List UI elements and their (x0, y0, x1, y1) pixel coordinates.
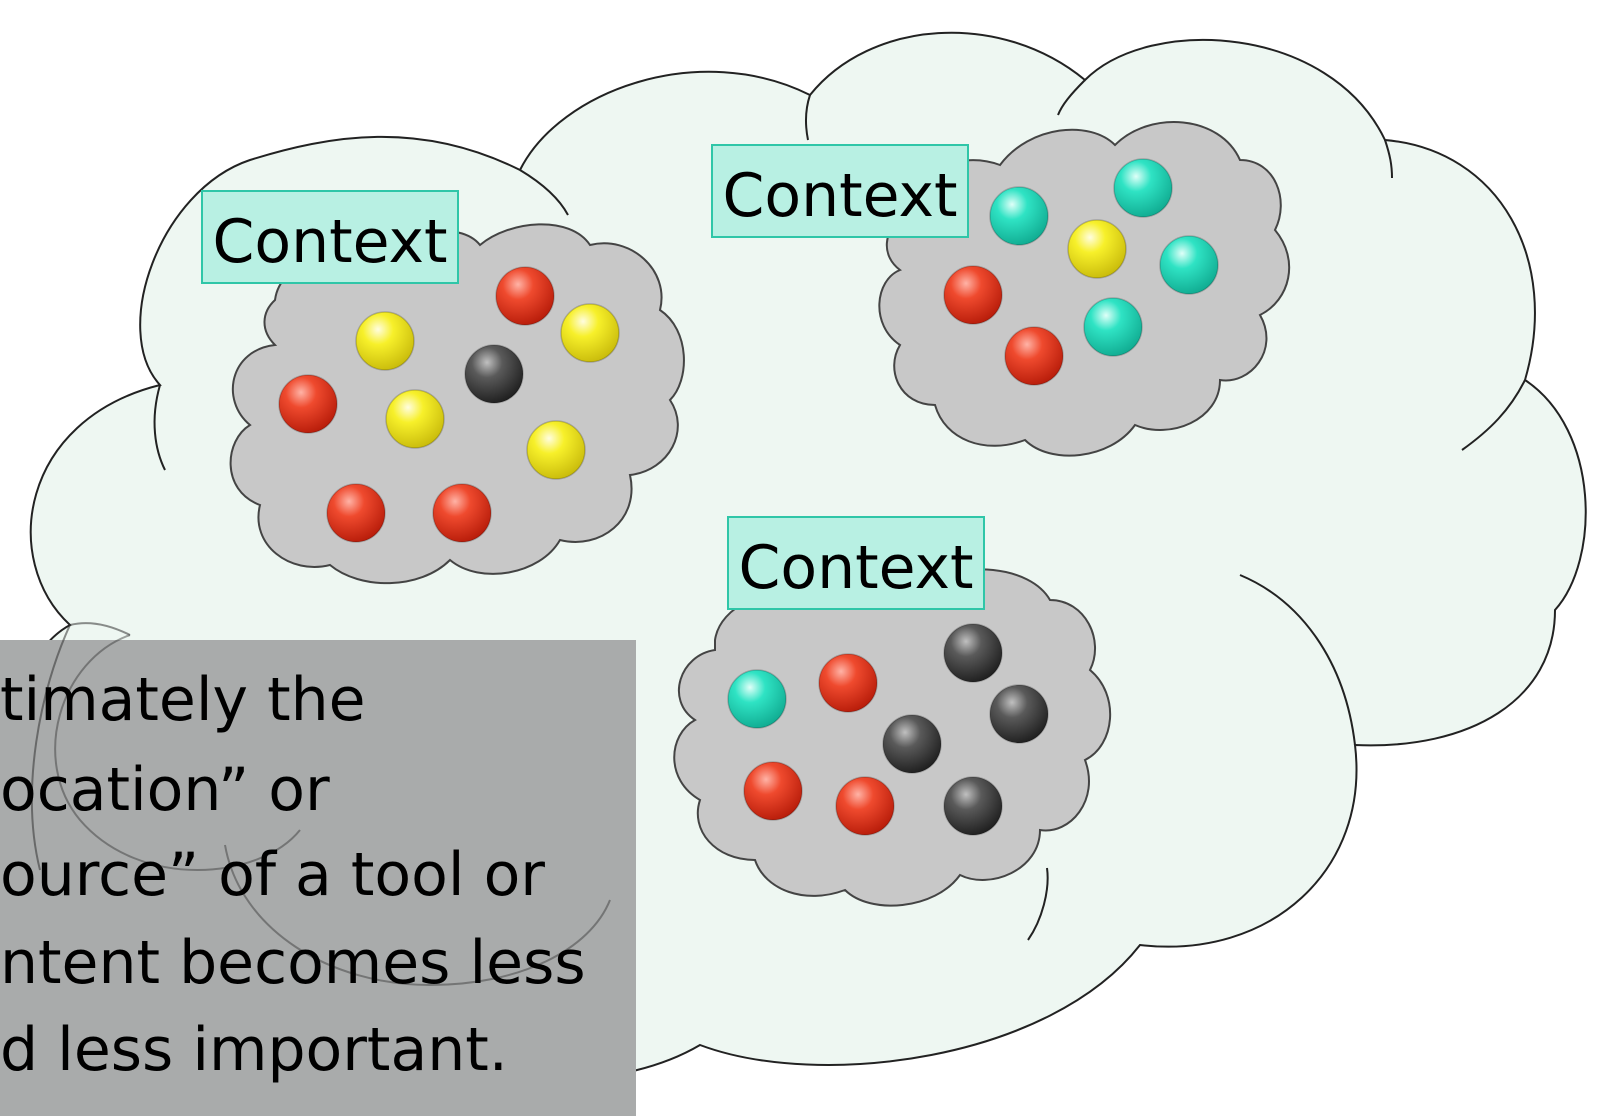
dark-dot (943, 623, 1003, 683)
yellow-dot (560, 303, 620, 363)
cloud-inner-arc (153, 384, 166, 471)
teal-dot (1113, 158, 1173, 218)
yellow-dot (355, 311, 415, 371)
cloud-inner-arc (804, 94, 811, 141)
context-label-text: Context (212, 207, 447, 277)
cloud-outline-through-caption (224, 844, 611, 987)
yellow-dot (385, 389, 445, 449)
cloud-inner-arc (1461, 379, 1526, 451)
caption-line: ource” of a tool or (0, 840, 545, 910)
red-dot (743, 761, 803, 821)
teal-dot (727, 669, 787, 729)
cloud-inner-arc (1057, 79, 1086, 116)
context-label-text: Context (722, 161, 957, 231)
context-2-items (943, 158, 1219, 386)
cloud-inner-arc (1239, 574, 1356, 746)
cloud-inner-arc (519, 169, 569, 216)
context-3-items (727, 623, 1049, 836)
dark-dot (989, 684, 1049, 744)
caption-line: d less important. (0, 1015, 508, 1085)
small-cloud-shape (878, 121, 1291, 457)
caption-panel: timately the ocation” or ource” of a too… (0, 622, 636, 1116)
teal-dot (1083, 297, 1143, 357)
yellow-dot (526, 420, 586, 480)
context-cloud-2 (878, 121, 1291, 457)
cloud-outline-through-caption (30, 622, 131, 871)
red-dot (495, 266, 555, 326)
dark-dot (943, 776, 1003, 836)
teal-dot (1159, 235, 1219, 295)
caption-line: ntent becomes less (0, 928, 586, 998)
context-label-text: Context (738, 533, 973, 603)
context-label-1: Context (201, 190, 459, 284)
red-dot (278, 374, 338, 434)
context-label-box (727, 516, 985, 610)
context-label-2: Context (711, 144, 969, 238)
teal-dot (989, 186, 1049, 246)
red-dot (818, 653, 878, 713)
red-dot (943, 265, 1003, 325)
cloud-inner-arc (1027, 867, 1049, 941)
red-dot (326, 483, 386, 543)
caption-box (0, 640, 636, 1116)
red-dot (1004, 326, 1064, 386)
red-dot (835, 776, 895, 836)
red-dot (432, 483, 492, 543)
caption-line: ocation” or (0, 755, 330, 825)
cloud-inner-arc (1384, 139, 1393, 179)
context-label-box (711, 144, 969, 238)
dark-dot (882, 714, 942, 774)
yellow-dot (1067, 219, 1127, 279)
cloud-outline-through-caption (54, 634, 301, 871)
dark-dot (464, 344, 524, 404)
caption-line: timately the (0, 665, 366, 735)
context-label-3: Context (727, 516, 985, 610)
context-1-items (278, 266, 620, 543)
context-label-box (201, 190, 459, 284)
